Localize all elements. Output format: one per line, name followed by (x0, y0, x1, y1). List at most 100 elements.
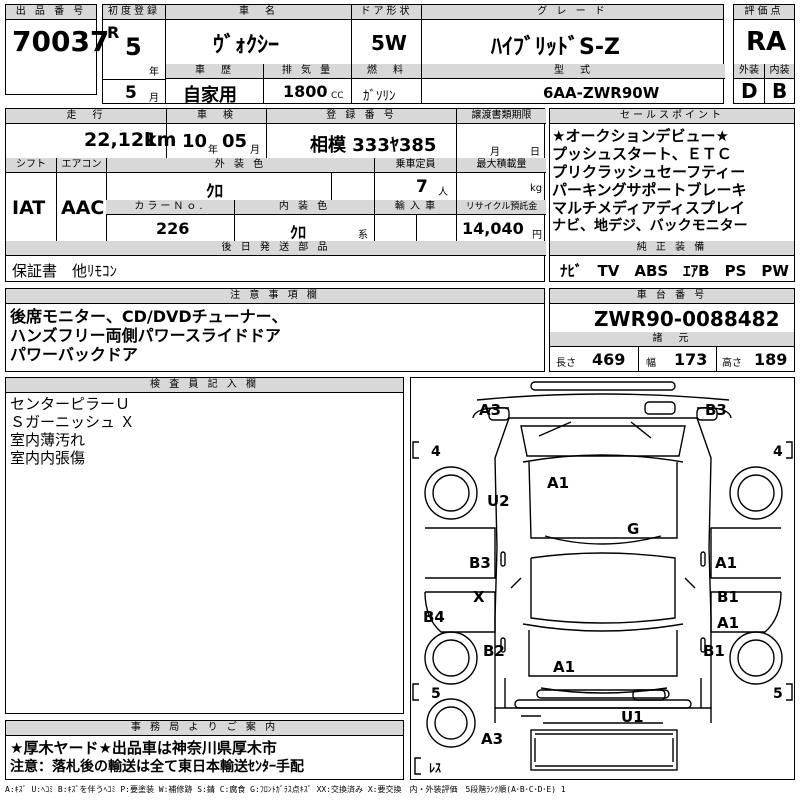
transfer-month-unit: 月 (490, 147, 500, 158)
front-left-tire-bracket (412, 441, 419, 459)
inspector-line-3: 室内薄汚れ (10, 431, 86, 449)
spare-label: ﾚｽ (429, 761, 441, 775)
max-load-label: 最大積載量 (456, 158, 546, 173)
inspector-line-1: センターピラーＵ (10, 395, 131, 413)
mileage: 22,121 (84, 129, 158, 151)
height: 189 (754, 350, 788, 369)
legend-footer: A:ｷｽﾞ U:ﾍｺﾐ B:ｷｽﾞを伴うﾍｺﾐ P:要塗装 W:補修跡 S:錆 … (5, 785, 566, 794)
capacity: 7 (416, 177, 428, 197)
ac-label: エアコン (56, 158, 106, 173)
inspector-label: 検 査 員 記 入 欄 (6, 378, 403, 393)
recycle-fee: 14,040 (462, 219, 524, 238)
inspector-box: 検 査 員 記 入 欄 センターピラーＵ Ｓガーニッシュ Ｘ 室内薄汚れ 室内内… (5, 377, 404, 714)
ext-score-label: 外装 (734, 64, 764, 79)
sales-point-3: プリクラッシュセーフティー (552, 163, 746, 181)
color-no-label: カラーＮｏ. (106, 200, 234, 215)
lot-number-box: 出 品 番 号 70037 (5, 4, 109, 95)
mark-windscreen: G (627, 520, 639, 538)
height-label: 高さ (722, 358, 742, 369)
fuel-label: 燃 料 (351, 64, 421, 79)
mark-right-front-door: A1 (715, 554, 737, 572)
max-load-unit: kg (530, 183, 543, 194)
mark-right-quarter: B1 (703, 642, 725, 660)
history: 自家用 (183, 85, 237, 106)
inspector-line-4: 室内内張傷 (10, 449, 86, 467)
mark-left-quarter: B2 (483, 642, 505, 660)
car-diagram-svg: 4 4 5 5 ﾚｽ A3 B3 U2 A1 G B3 A1 X B1 B4 A… (412, 381, 793, 775)
transfer-label: 譲渡書類期限 (456, 109, 546, 124)
mileage-unit: km (144, 129, 177, 151)
first-reg-year: 5 (125, 33, 142, 61)
mark-hood: A1 (547, 474, 569, 492)
sales-point-4: パーキングサポートブレーキ (552, 181, 747, 199)
lot-number-label: 出 品 番 号 (6, 5, 96, 20)
score-label: 評価点 (734, 5, 794, 20)
grade-label: グ レ ー ド (421, 5, 723, 20)
lot-number: 70037 (12, 25, 110, 58)
spare-bracket (414, 757, 421, 775)
shift-label: シフト (6, 158, 56, 173)
mark-left-fender: U2 (487, 492, 510, 510)
mark-right-rear-door: B1 (717, 588, 739, 606)
office-line-2: 注意：落札後の輸送は全て東日本輸送ｾﾝﾀｰ手配 (10, 759, 304, 775)
int-color: ｸﾛ (290, 223, 307, 242)
recycle-unit: 円 (532, 230, 542, 241)
ext-color-label: 外 装 色 (106, 158, 374, 173)
mileage-label: 走 行 (6, 109, 166, 124)
displacement-unit: CC (331, 91, 344, 101)
specs-label: 諸 元 (550, 332, 794, 347)
front-bumper-shape (530, 381, 676, 391)
displacement-label: 排 気 量 (263, 64, 351, 79)
first-reg-month: 5 (125, 83, 137, 103)
office-line-1: ★厚木ヤード★出品車は神奈川県厚木市 (10, 739, 277, 757)
equipment-label: 純 正 装 備 (550, 241, 794, 256)
equipment: ﾅﾋﾞ TV ABS ｴｱB PS PW (560, 262, 789, 280)
capacity-unit: 人 (438, 187, 448, 198)
car-diagram: 4 4 5 5 ﾚｽ A3 B3 U2 A1 G B3 A1 X B1 B4 A… (410, 377, 795, 780)
import-label: 輸 入 車 (374, 200, 456, 215)
chassis-box: 車 台 番 号 ZWR90-0088482 諸 元 長さ 469 幅 173 高… (549, 288, 795, 372)
car-name-label: 車 名 (165, 5, 351, 20)
sales-point-2: プッシュスタート、ＥＴＣ (552, 145, 732, 163)
transfer-day-unit: 日 (530, 147, 540, 158)
mark-roof-rear: A1 (553, 658, 575, 676)
history-label: 車 歴 (165, 64, 263, 79)
displacement: 1800 (283, 82, 328, 101)
grade: ﾊｲﾌﾞﾘｯﾄﾞS-Z (491, 35, 620, 60)
inspection-year: 10 (182, 131, 208, 152)
tire-fl-value: 4 (431, 444, 441, 460)
plate-label: 登 録 番 号 (266, 109, 456, 124)
model-label: 型 式 (421, 64, 725, 79)
notes-label: 注 意 事 項 欄 (6, 289, 544, 304)
vehicle-header: 初度登録 車 名 ドア形状 グ レ ー ド R 5 年 5 月 ｳﾞｫｸｼｰ 5… (102, 4, 725, 106)
office-box: 事 務 局 よ り ご 案 内 ★厚木ヤード★出品車は神奈川県厚木市 注意：落札… (5, 720, 404, 780)
detail-box: 走 行 車 検 登 録 番 号 譲渡書類期限 22,121 km 10 年 05… (5, 108, 546, 282)
tire-fr-value: 4 (773, 444, 783, 460)
later-parts-label: 後 日 発 送 部 品 (6, 241, 546, 256)
inspector-line-2: Ｓガーニッシュ Ｘ (10, 413, 135, 431)
score-box: 評価点 RA 外装 内装 D B (733, 4, 795, 104)
score: RA (746, 27, 787, 57)
office-label: 事 務 局 よ り ご 案 内 (6, 721, 403, 736)
int-score: B (772, 79, 788, 103)
first-reg-month-unit: 月 (149, 93, 159, 104)
first-reg-label: 初度登録 (103, 5, 165, 20)
sales-point-1: ★オークションデビュー★ (552, 127, 729, 145)
mark-right-rocker: A1 (717, 614, 739, 632)
chassis-number: ZWR90-0088482 (594, 307, 780, 331)
color-no: 226 (156, 219, 190, 238)
int-score-label: 内装 (764, 64, 794, 79)
capacity-label: 乗車定員 (374, 158, 456, 173)
mark-front-right-bumper: B3 (705, 401, 727, 419)
length-label: 長さ (556, 358, 576, 369)
width: 173 (674, 350, 708, 369)
mark-left-rocker: B4 (423, 608, 445, 626)
length: 469 (592, 350, 626, 369)
mark-front-left-bumper: A3 (479, 401, 501, 419)
front-bumper-line (476, 393, 730, 401)
inspection-month-unit: 月 (250, 145, 260, 156)
tire-rr-value: 5 (773, 686, 783, 702)
inspection-label: 車 検 (166, 109, 266, 124)
ext-color: ｸﾛ (206, 182, 223, 202)
door-label: ドア形状 (351, 5, 421, 20)
